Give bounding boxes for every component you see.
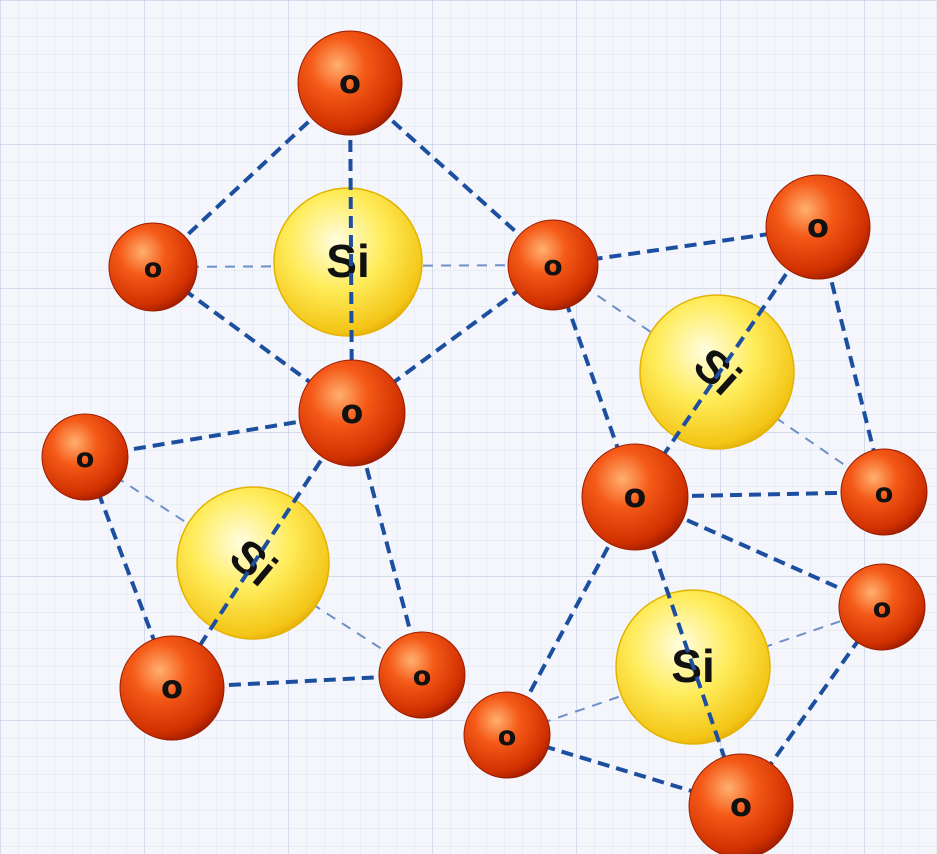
oxygen-label: o bbox=[341, 392, 364, 431]
oxygen-atom: o bbox=[463, 691, 551, 779]
oxygen-label: o bbox=[873, 593, 892, 624]
oxygen-label: o bbox=[76, 443, 95, 474]
oxygen-atom: o bbox=[838, 563, 926, 651]
oxygen-sphere bbox=[507, 219, 599, 311]
oxygen-atom: o bbox=[765, 174, 871, 280]
oxygen-sphere bbox=[119, 635, 225, 741]
oxygen-atom: o bbox=[119, 635, 225, 741]
oxygen-label: o bbox=[875, 478, 894, 509]
oxygen-sphere bbox=[765, 174, 871, 280]
silicon-atom: Si bbox=[273, 187, 423, 337]
oxygen-label: o bbox=[144, 253, 163, 284]
oxygen-sphere bbox=[297, 30, 403, 136]
silicon-label: Si bbox=[326, 235, 369, 287]
oxygen-atom: o bbox=[298, 359, 406, 467]
bond-line bbox=[348, 82, 354, 414]
oxygen-atom: o bbox=[840, 448, 928, 536]
oxygen-atom: o bbox=[581, 443, 689, 551]
oxygen-label: o bbox=[624, 476, 647, 515]
oxygen-layer: o o o o o o o o o o o o o bbox=[41, 30, 928, 854]
oxygen-sphere bbox=[108, 222, 198, 312]
oxygen-sphere bbox=[840, 448, 928, 536]
oxygen-label: o bbox=[339, 63, 361, 101]
oxygen-atom: o bbox=[108, 222, 198, 312]
oxygen-atom: o bbox=[507, 219, 599, 311]
silicon-sphere bbox=[273, 187, 423, 337]
bond-line bbox=[170, 411, 354, 690]
oxygen-label: o bbox=[543, 249, 562, 282]
oxygen-label: o bbox=[730, 786, 752, 824]
oxygen-sphere bbox=[378, 631, 466, 719]
oxygen-sphere bbox=[581, 443, 689, 551]
silicon-atom: Si bbox=[639, 294, 795, 450]
bond-line bbox=[633, 225, 820, 499]
oxygen-label: o bbox=[161, 668, 183, 706]
oxygen-sphere bbox=[298, 359, 406, 467]
oxygen-atom: o bbox=[297, 30, 403, 136]
bond-line bbox=[633, 496, 743, 807]
oxygen-atom: o bbox=[688, 753, 794, 854]
oxygen-label: o bbox=[498, 721, 517, 752]
oxygen-atom: o bbox=[41, 413, 129, 501]
oxygen-sphere bbox=[41, 413, 129, 501]
oxygen-sphere bbox=[688, 753, 794, 854]
oxygen-atom: o bbox=[378, 631, 466, 719]
oxygen-sphere bbox=[463, 691, 551, 779]
oxygen-label: o bbox=[807, 207, 829, 245]
oxygen-label: o bbox=[413, 661, 432, 692]
silicon-sphere bbox=[639, 294, 795, 450]
oxygen-sphere bbox=[838, 563, 926, 651]
